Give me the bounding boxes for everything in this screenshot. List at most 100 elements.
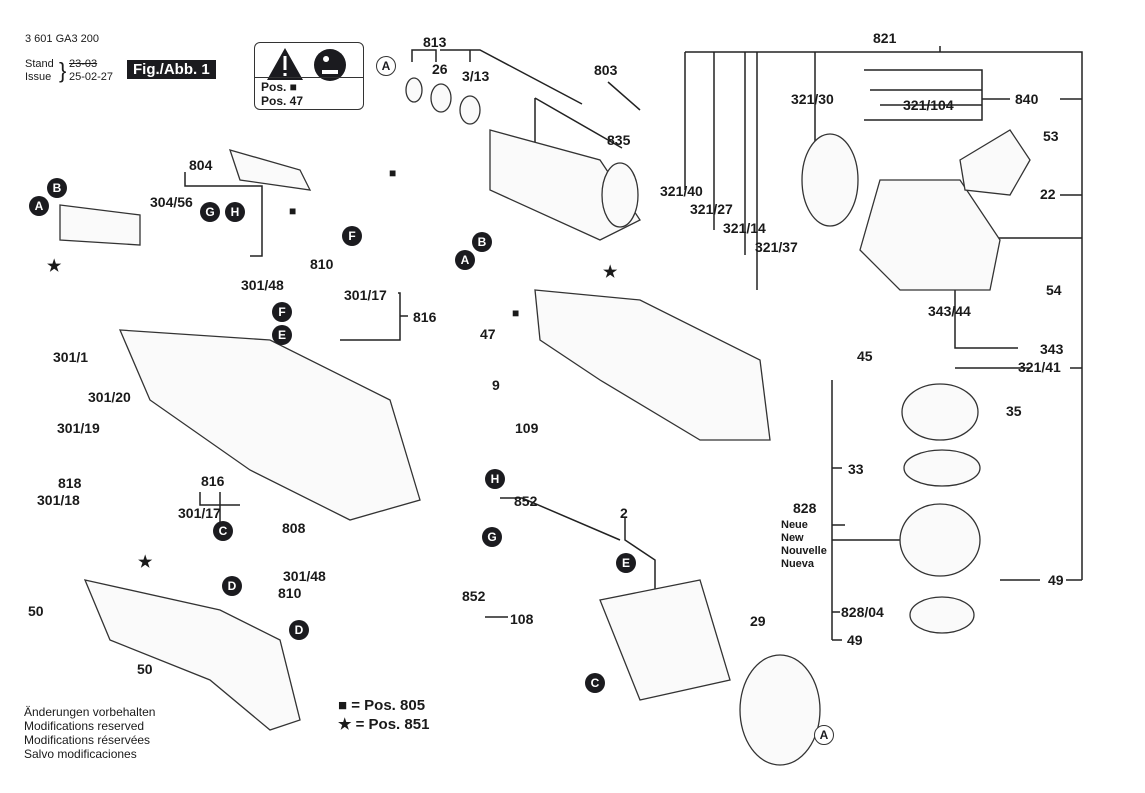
marker-e: E (272, 325, 292, 345)
bearing-3-13-shape (459, 95, 481, 125)
label-840: 840 (1015, 91, 1039, 107)
bracket-804 (184, 172, 263, 257)
bracket-821 (684, 46, 1083, 580)
square-icon: ■ (338, 697, 348, 714)
bracket-343 (954, 290, 1018, 349)
gear-housing-shape (859, 179, 1001, 291)
part-number: 3 601 GA3 200 (25, 33, 100, 45)
warning-divider (255, 77, 363, 78)
label-810: 810 (278, 585, 302, 601)
label-321-37: 321/37 (755, 239, 798, 255)
warning-pos-line1: Pos. ■ (261, 80, 297, 94)
stand-label: Stand (25, 58, 54, 70)
label-45: 45 (857, 348, 873, 364)
label-816: 816 (413, 309, 437, 325)
bracket-828 (831, 380, 900, 641)
bracket-816a (340, 292, 408, 341)
marker-c: C (213, 521, 233, 541)
label-33: 33 (848, 461, 864, 477)
marker-g: G (482, 527, 502, 547)
fan-ring-shape (601, 162, 639, 228)
marker-a: A (455, 250, 475, 270)
brace-icon: } (59, 58, 67, 83)
air-guide-29-shape (739, 654, 821, 766)
legend-text: = Pos. 805 (351, 697, 426, 714)
cable-plug-shape (228, 149, 312, 191)
label-304-56: 304/56 (150, 194, 193, 210)
star-marker: ★ (47, 258, 62, 275)
figure-label: Fig./Abb. 1 (127, 60, 216, 79)
label-321-104: 321/104 (903, 97, 954, 113)
label-804: 804 (189, 157, 213, 173)
o-ring-33-shape (903, 449, 981, 487)
label-803: 803 (594, 62, 618, 78)
issue-label: Issue (25, 71, 52, 83)
label-47: 47 (480, 326, 496, 342)
leader-852a (500, 497, 621, 541)
warning-pos-line2: Pos. 47 (261, 94, 304, 108)
armature-shape (489, 129, 641, 241)
label-321-27: 321/27 (690, 201, 733, 217)
star-marker: ★ (138, 554, 153, 571)
square-marker: ■ (389, 166, 397, 180)
marker-a: A (29, 196, 49, 216)
warning-triangle-icon (267, 48, 303, 80)
label-301-1: 301/1 (53, 349, 89, 365)
leader-2 (624, 518, 656, 595)
label-828-04: 828/04 (841, 604, 884, 620)
o-ring-828-04-shape (909, 596, 975, 634)
motor-housing-shape (118, 329, 421, 521)
new-note-fr: Nouvelle (781, 545, 827, 557)
label-343: 343 (1040, 341, 1064, 357)
label-813: 813 (423, 34, 447, 50)
old-date: 23-03 (69, 58, 98, 70)
label-53: 53 (1043, 128, 1059, 144)
label-301-17: 301/17 (178, 505, 221, 521)
modifications-de: Änderungen vorbehalten (24, 705, 156, 719)
label-50: 50 (137, 661, 153, 677)
protective-cover-22-shape (959, 129, 1031, 196)
marker-d: D (222, 576, 242, 596)
marker-c: C (585, 673, 605, 693)
marker-e: E (616, 553, 636, 573)
label-852: 852 (514, 493, 538, 509)
legend-item-square: ■ = Pos. 805 (338, 696, 429, 715)
rear-handle-shape (534, 289, 771, 441)
label-321-30: 321/30 (791, 91, 834, 107)
new-note-de: Neue (781, 519, 808, 531)
modifications-fr: Modifications réservées (24, 733, 151, 747)
square-marker: ■ (289, 204, 297, 218)
leader-22 (995, 194, 1082, 239)
label-301-19: 301/19 (57, 420, 100, 436)
label-343-44: 343/44 (928, 303, 971, 319)
marker-f: F (272, 302, 292, 322)
label-49: 49 (1048, 572, 1064, 588)
label-22: 22 (1040, 186, 1056, 202)
label-828: 828 (793, 500, 817, 516)
marker-b: B (472, 232, 492, 252)
label-810: 810 (310, 256, 334, 272)
legend-item-star: ★ = Pos. 851 (338, 715, 429, 734)
label-50: 50 (28, 603, 44, 619)
leader-813 (411, 49, 583, 105)
label-301-48: 301/48 (241, 277, 284, 293)
label-301-17: 301/17 (344, 287, 387, 303)
label-49: 49 (847, 632, 863, 648)
bearing-26-shape (430, 83, 452, 113)
new-note-es: Nueva (781, 558, 815, 570)
label-109: 109 (515, 420, 539, 436)
bracket-840 (864, 69, 1082, 121)
label-29: 29 (750, 613, 766, 629)
legend: ■ = Pos. 805 ★ = Pos. 851 (338, 696, 429, 734)
gear-assembly-shape (899, 503, 981, 577)
marker-b: B (47, 178, 67, 198)
marker-h: H (225, 202, 245, 222)
modifications-en: Modifications reserved (24, 719, 145, 733)
label-852: 852 (462, 588, 486, 604)
label-301-48: 301/48 (283, 568, 326, 584)
auxiliary-handle-shape (83, 579, 301, 731)
marker-d: D (289, 620, 309, 640)
label-9: 9 (492, 377, 500, 393)
warning-box: Pos. ■ Pos. 47 (254, 42, 364, 110)
